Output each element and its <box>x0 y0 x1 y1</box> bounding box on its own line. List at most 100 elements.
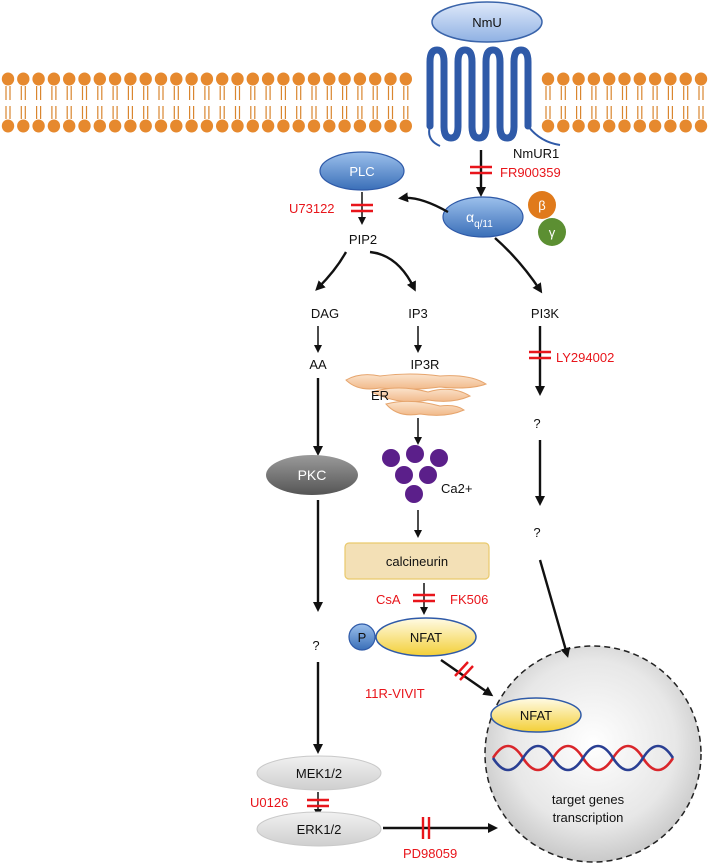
lipid-head <box>557 72 570 86</box>
lipid-tail <box>591 106 597 119</box>
lipid-tail <box>280 106 286 119</box>
arrow-galpha-plc <box>398 192 449 214</box>
question-pkc: ? <box>312 638 319 653</box>
lipid-head <box>170 72 183 86</box>
nfat-cytoplasm <box>375 617 477 657</box>
lipid-head <box>200 72 214 86</box>
ip3r-label: IP3R <box>411 357 440 372</box>
question-pi3k-1: ? <box>533 416 540 431</box>
lipid-head <box>32 119 45 133</box>
lipid-head <box>587 119 601 133</box>
lipid-tail <box>189 86 195 100</box>
nucleus-text-line2: transcription <box>553 810 624 825</box>
lipid-head <box>572 119 585 133</box>
lipid-head <box>261 72 275 86</box>
lipid-tail <box>20 106 26 119</box>
phosphate-group <box>348 623 376 651</box>
aa-label: AA <box>309 357 327 372</box>
lipid-head <box>154 119 168 133</box>
lipid-tail <box>372 86 378 100</box>
ly294002-label: LY294002 <box>556 350 614 365</box>
galpha-node <box>442 196 524 238</box>
mek-label: MEK1/2 <box>296 766 342 781</box>
mek-node <box>256 755 382 791</box>
lipid-head <box>399 119 412 133</box>
lipid-head <box>277 72 290 86</box>
arrow-pip2-dag <box>315 251 348 291</box>
lipid-tail <box>296 106 302 119</box>
lipid-tail <box>280 86 286 100</box>
lipid-head <box>307 72 321 86</box>
lipid-tail <box>265 106 271 119</box>
lipid-tail <box>403 106 409 119</box>
block-vivit-2 <box>459 665 474 681</box>
lipid-head <box>108 119 122 133</box>
lipid-tail <box>576 86 582 100</box>
lipid-tail <box>698 86 704 100</box>
lipid-head <box>170 119 183 133</box>
lipid-tail <box>606 86 612 100</box>
lipid-tail <box>36 86 42 100</box>
calcium-ions <box>382 445 448 503</box>
lipid-head <box>338 72 351 86</box>
lipid-head <box>323 119 336 133</box>
lipid-tail <box>51 106 57 119</box>
arrow-pip2-ip3 <box>369 250 416 292</box>
lipid-head <box>62 72 76 86</box>
lipid-tail <box>5 106 11 119</box>
lipid-head <box>541 119 555 133</box>
lipid-tail <box>127 86 133 100</box>
lipid-head <box>618 119 631 133</box>
lipid-head <box>664 119 677 133</box>
lipid-tail <box>250 86 256 100</box>
csa-label: CsA <box>376 592 401 607</box>
lipid-tail <box>560 86 566 100</box>
lipid-head <box>633 72 646 86</box>
lipid-tail <box>81 86 88 100</box>
nmur1-label: NmUR1 <box>513 146 559 161</box>
lipid-head <box>384 72 397 86</box>
nucleus-text-line1: target genes <box>552 792 625 807</box>
dag-label: DAG <box>311 306 339 321</box>
plc-label: PLC <box>349 164 374 179</box>
lipid-tail <box>173 106 179 119</box>
lipid-head <box>246 72 259 86</box>
lipid-head <box>369 119 382 133</box>
lipid-head <box>32 72 45 86</box>
lipid-tail <box>296 86 302 100</box>
lipid-head <box>216 119 229 133</box>
lipid-tail <box>698 106 704 119</box>
block-vivit-1 <box>454 661 469 677</box>
lipid-tail <box>204 86 210 100</box>
lipid-tail <box>683 86 689 100</box>
er-organelle <box>345 373 488 416</box>
lipid-tail <box>621 86 628 100</box>
lipid-head <box>231 119 244 133</box>
pkc-label: PKC <box>298 467 327 483</box>
er-label: ER <box>371 388 389 403</box>
lipid-tail <box>97 86 103 100</box>
lipid-head <box>292 119 305 133</box>
lipid-tail <box>372 106 378 119</box>
lipid-tail <box>621 106 628 119</box>
dna-strand-blue <box>491 744 675 772</box>
lipid-tail <box>66 86 72 100</box>
lipid-head <box>353 119 367 133</box>
nfat-nucleus-label: NFAT <box>520 708 552 723</box>
calcineurin-label: calcineurin <box>386 554 448 569</box>
lipid-tail <box>683 106 689 119</box>
lipid-head <box>62 119 76 133</box>
lipid-tail <box>219 86 225 100</box>
lipid-tail <box>403 86 409 100</box>
lipid-tail <box>143 106 149 119</box>
lipid-tail <box>112 106 118 119</box>
nmu-label: NmU <box>472 15 502 30</box>
lipid-head <box>618 72 631 86</box>
lipid-tail <box>234 106 241 119</box>
ip3-label: IP3 <box>408 306 428 321</box>
lipid-head <box>93 72 107 86</box>
lipid-tail <box>387 86 394 100</box>
pkc-node <box>266 455 358 495</box>
lipid-head <box>603 119 616 133</box>
